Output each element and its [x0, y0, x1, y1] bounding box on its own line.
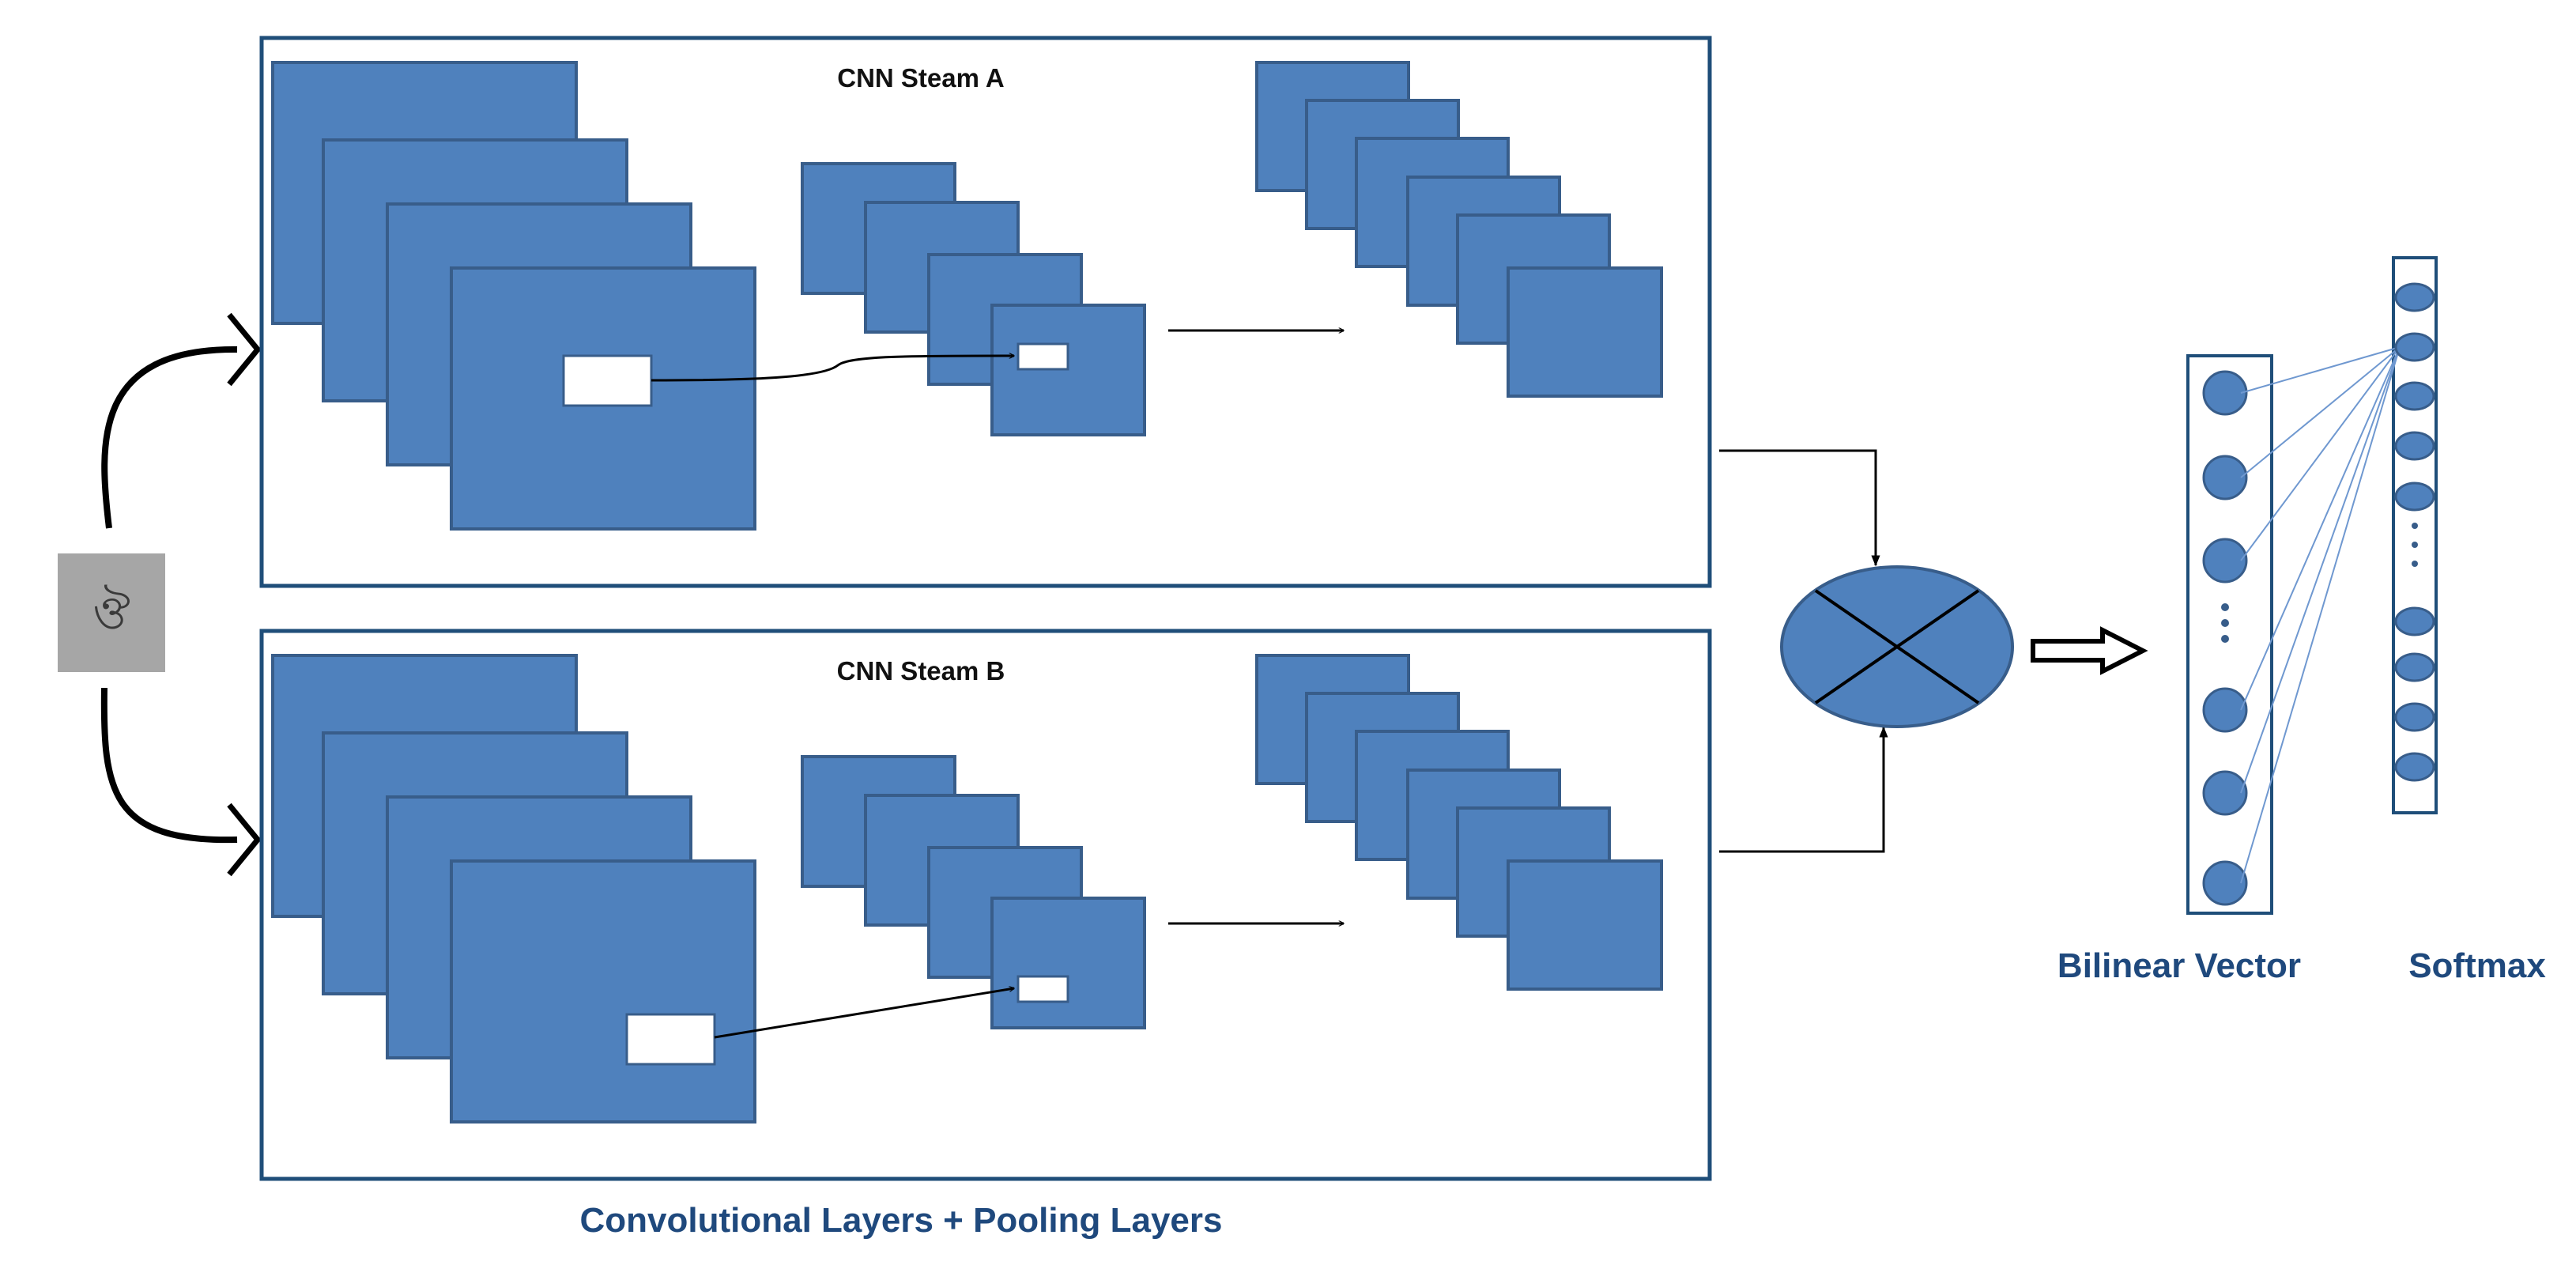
cnn-stream-b: CNN Steam B: [259, 629, 1712, 1181]
stream-b-title: CNN Steam B: [837, 656, 1005, 685]
stream-b-receptive-field: [625, 1013, 716, 1066]
stream-b-deep-feature-map: [1507, 859, 1663, 991]
connection-line: [2240, 346, 2401, 711]
bilinear-vector-node: [2202, 687, 2248, 733]
softmax-dots-icon: [2412, 523, 2418, 567]
softmax-node: [2394, 652, 2435, 682]
softmax-nodes: [2394, 282, 2435, 782]
bilinear-vector-label: Bilinear Vector: [2057, 946, 2301, 985]
bilinear-vector-node: [2202, 770, 2248, 816]
stream-b-pooled-patch: [1016, 975, 1069, 1003]
input-to-stream-a-arrow: [101, 346, 238, 529]
bilinear-to-softmax-connections: [2240, 346, 2401, 884]
connection-line: [2240, 346, 2401, 478]
input-image: ঔ: [58, 553, 165, 672]
bilinear-vector-node: [2202, 370, 2248, 416]
softmax-node: [2394, 431, 2435, 461]
input-to-stream-a-arrowhead: [227, 312, 262, 387]
softmax-node: [2394, 332, 2435, 362]
stream-a-pooled-patch: [1016, 342, 1069, 371]
bilinear-vector-column: [2186, 354, 2273, 915]
softmax-node: [2394, 482, 2435, 512]
stream-b-pool-feature-map: [990, 897, 1146, 1029]
connection-line: [2240, 346, 2401, 394]
stream-a-deep-feature-map: [1507, 266, 1663, 398]
stream-a-patch-arrow: [651, 356, 1014, 382]
softmax-node: [2394, 752, 2435, 782]
input-glyph: ঔ: [92, 584, 130, 640]
hollow-right-arrow-icon: [2031, 626, 2148, 675]
bilinear-vector-node: [2202, 455, 2248, 500]
stream-b-to-fusion-line: [1719, 726, 1888, 853]
softmax-node: [2394, 606, 2435, 636]
stream-a-receptive-field: [562, 354, 653, 407]
stream-a-title: CNN Steam A: [837, 63, 1005, 93]
stream-b-patch-arrow: [714, 988, 1014, 1039]
conv-pool-caption: Convolutional Layers + Pooling Layers: [580, 1201, 1223, 1240]
bilinear-vector-node: [2202, 860, 2248, 906]
stream-b-conv-feature-map: [450, 859, 756, 1124]
softmax-node: [2394, 702, 2435, 732]
softmax-node: [2394, 282, 2435, 312]
softmax-label: Softmax: [2408, 946, 2546, 985]
stream-a-to-fusion-line: [1719, 449, 1880, 567]
connection-line: [2240, 346, 2401, 794]
input-to-stream-b-arrowhead: [227, 802, 262, 877]
bilinear-vector-nodes: [2202, 370, 2248, 906]
bilinear-vector-node: [2202, 538, 2248, 583]
bilinear-product-operator-icon: [1780, 565, 2014, 728]
input-to-stream-b-arrow: [100, 687, 238, 844]
connection-line: [2240, 346, 2401, 561]
cnn-stream-a: CNN Steam A: [259, 36, 1712, 588]
connection-line: [2240, 346, 2401, 884]
softmax-node: [2394, 381, 2435, 411]
bilinear-vector-dots-icon: [2221, 603, 2229, 643]
